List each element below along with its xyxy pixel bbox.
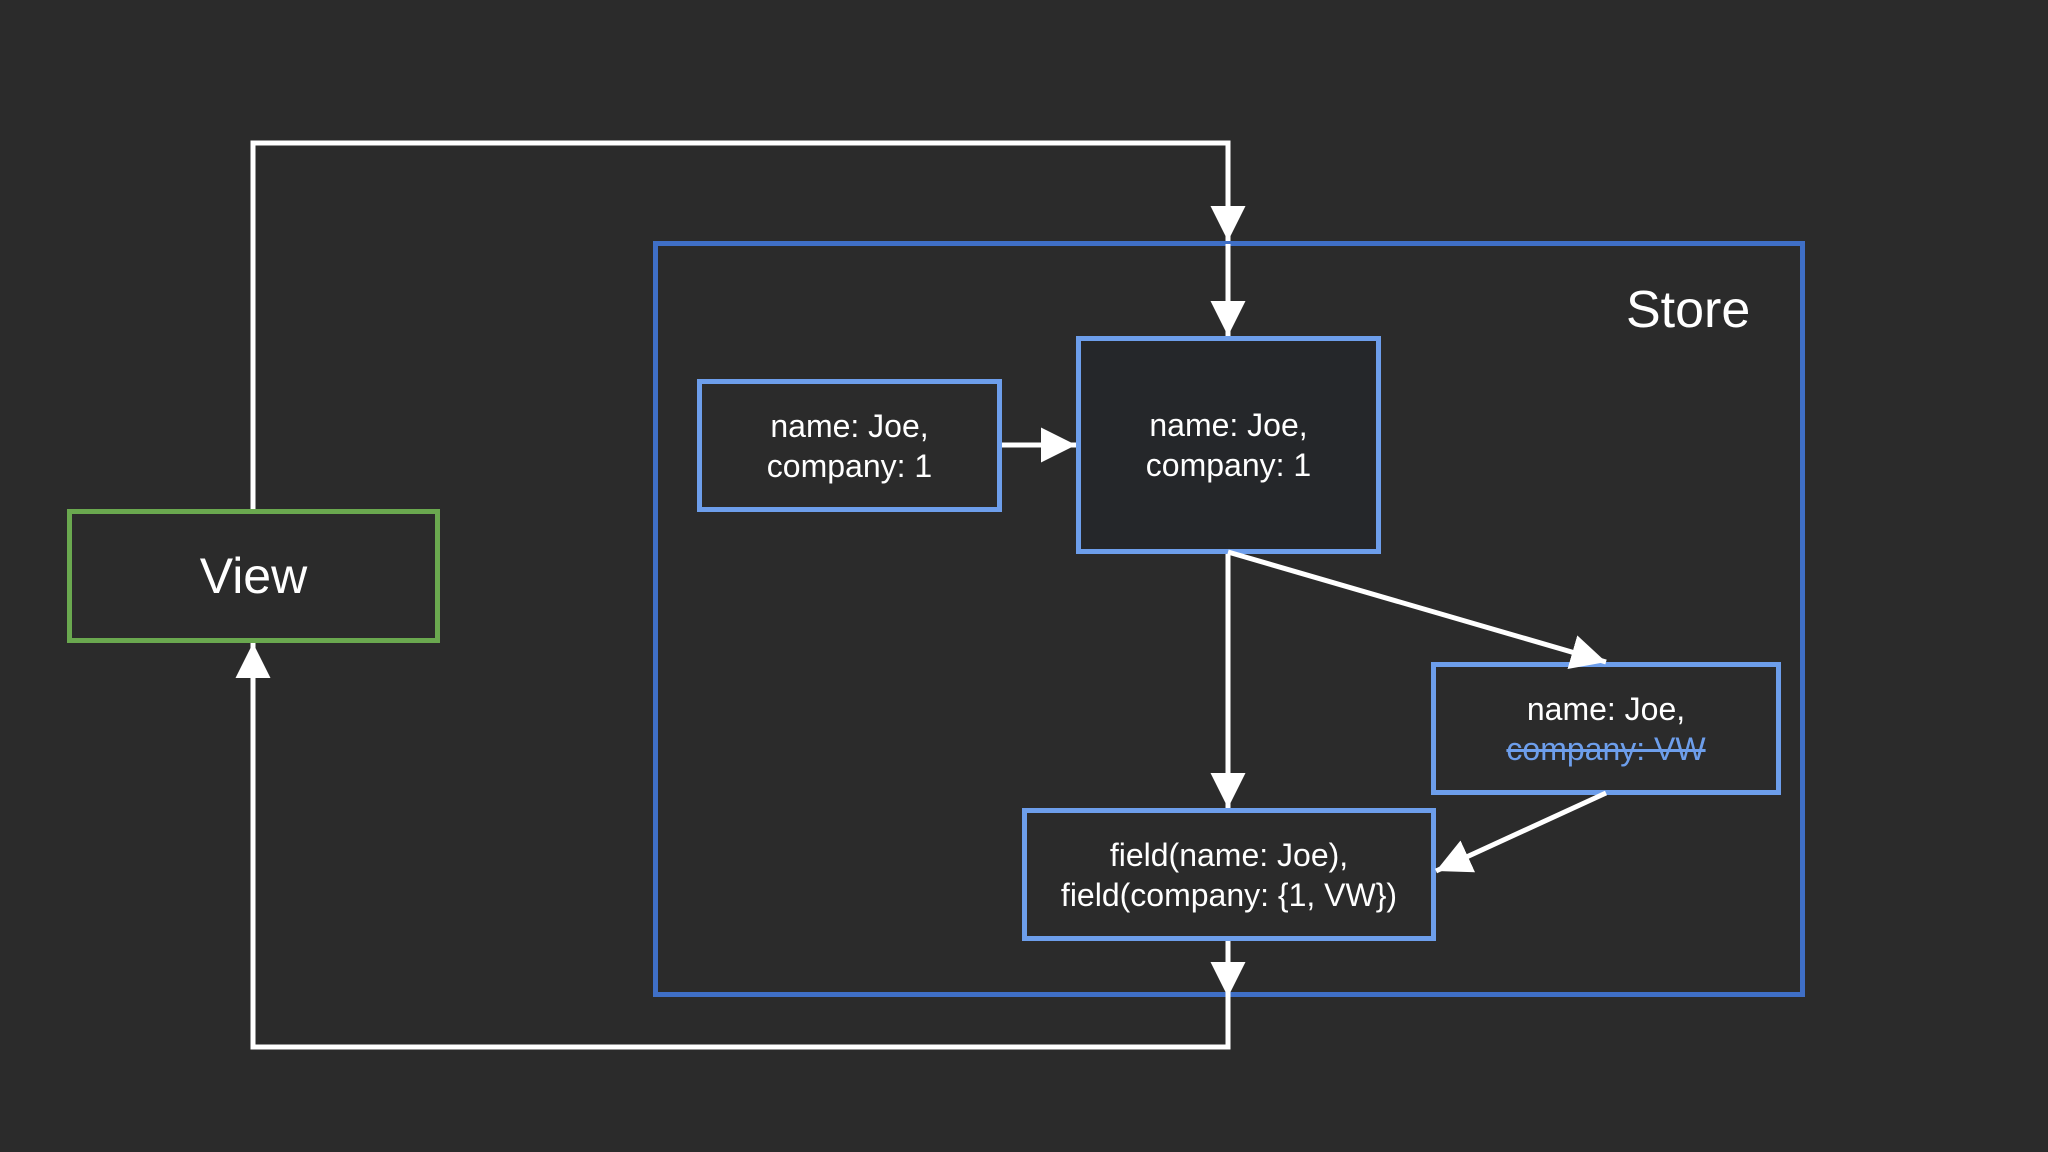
current-to-stale-arrow	[1227, 549, 1607, 670]
stale-to-fields-arrow	[1434, 790, 1608, 874]
store-to-view-bottom-connector	[235, 643, 1231, 1050]
view-label: View	[199, 548, 308, 604]
fields-record-line2: field(company: {1, VW})	[1060, 876, 1398, 913]
current-record-line1: name: Joe,	[1149, 407, 1308, 443]
input-record-line2: company: 1	[766, 447, 933, 484]
stale-record-line1: name: Joe,	[1526, 690, 1686, 727]
input-record-box: name: Joe, company: 1	[697, 379, 1002, 512]
stale-record-box: name: Joe, company: VW	[1431, 662, 1781, 795]
current-record-box: name: Joe, company: 1	[1076, 336, 1381, 554]
view-box: View	[67, 509, 440, 643]
input-record-line1: name: Joe,	[770, 407, 929, 444]
current-record-line2: company: 1	[1145, 447, 1312, 483]
stale-record-line2-struck: company: VW	[1506, 730, 1706, 767]
view-to-store-top-connector	[250, 140, 1246, 509]
fields-record-box: field(name: Joe), field(company: {1, VW}…	[1022, 808, 1436, 941]
fields-record-line1: field(name: Joe),	[1109, 836, 1349, 873]
store-label: Store	[1626, 281, 1751, 339]
